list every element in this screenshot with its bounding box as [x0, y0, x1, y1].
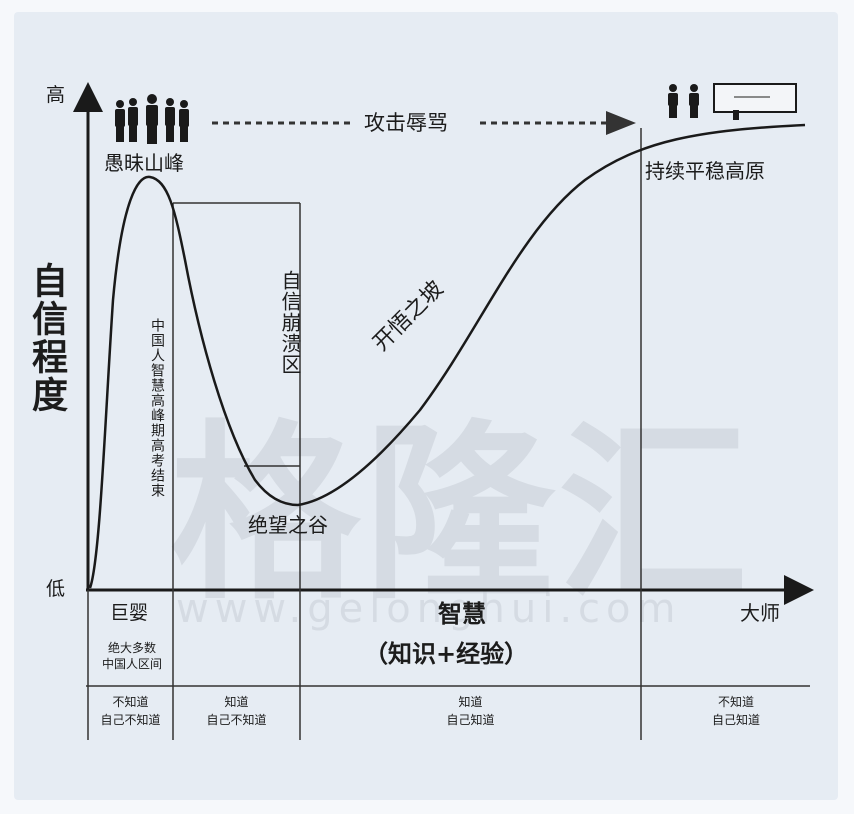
confidence-curve — [88, 123, 806, 589]
collapse-zone-label: 自信崩溃区 — [278, 270, 302, 375]
majority-note-line1: 绝大多数 — [107, 641, 156, 655]
x-axis-end-label: 大师 — [740, 601, 780, 625]
stage-4-line2: 自己知道 — [711, 713, 760, 727]
stage-1-line1: 不知道 — [112, 695, 149, 709]
x-axis-label-line1: 智慧 — [438, 600, 486, 628]
attack-label: 攻击辱骂 — [364, 111, 448, 135]
y-axis-high-label: 高 — [46, 84, 66, 106]
stage-1-line2: 自己不知道 — [100, 713, 161, 727]
stage-2-line1: 知道 — [224, 695, 249, 709]
valley-label: 绝望之谷 — [248, 513, 328, 537]
teacher-icon — [668, 84, 699, 118]
watermark-url: www.gelonghui.com — [176, 586, 682, 632]
exam-note-label: 中国人智慧高峰期高考结束 — [149, 318, 165, 498]
majority-note-line2: 中国人区间 — [101, 657, 162, 671]
stage-4-line1: 不知道 — [717, 695, 754, 709]
stage-3-line1: 知道 — [458, 695, 483, 709]
stage-3-line2: 自己知道 — [446, 713, 495, 727]
watermark-main: 格隆汇 — [170, 404, 753, 625]
peak-label: 愚昧山峰 — [104, 151, 184, 175]
crowd-icon — [115, 94, 189, 144]
whiteboard-icon — [713, 83, 797, 120]
giant-baby-label: 巨婴 — [110, 602, 149, 624]
y-axis-low-label: 低 — [46, 578, 66, 600]
x-axis-label-line2: （知识+经验） — [364, 640, 529, 668]
y-axis-label: 自信程度 — [26, 262, 67, 414]
stage-2-line2: 自己不知道 — [206, 713, 267, 727]
plateau-label: 持续平稳高原 — [645, 159, 765, 183]
